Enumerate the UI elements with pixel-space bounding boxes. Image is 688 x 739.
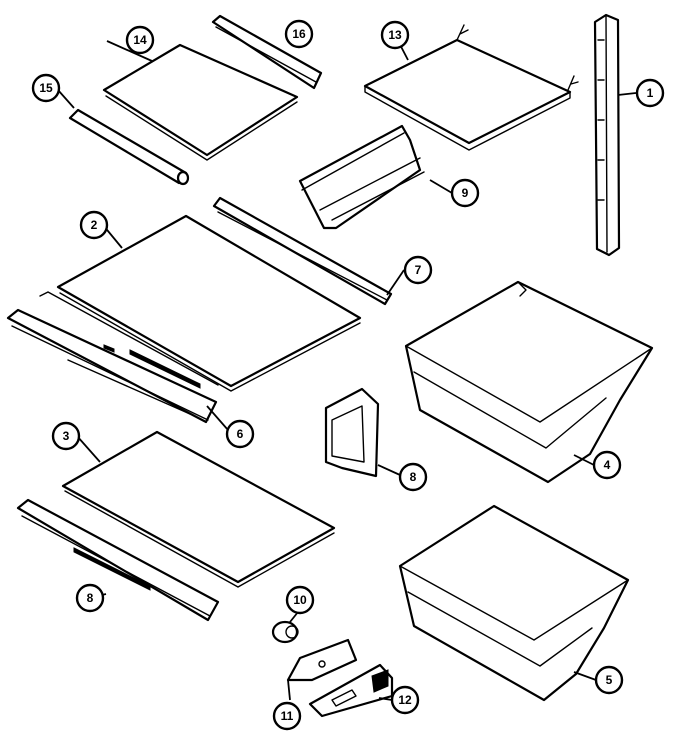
part-14-shelf-glass: [102, 43, 299, 161]
part-9-bracket: [298, 124, 425, 230]
callout-9-label: 9: [462, 186, 469, 200]
callout-15: 15: [31, 73, 61, 103]
part-5-crisper-drawer: [398, 504, 630, 702]
callout-1-label: 1: [647, 86, 654, 100]
part-8-front-trim: [16, 498, 220, 622]
callout-6-label: 6: [237, 427, 244, 441]
callout-7-label: 7: [415, 263, 422, 277]
callout-14: 14: [125, 25, 155, 55]
part-12-control-panel: [308, 663, 394, 718]
callout-5-label: 5: [606, 673, 613, 687]
callout-11: 11: [272, 701, 302, 731]
callout-14-label: 14: [133, 33, 147, 47]
callout-12-label: 12: [398, 693, 412, 707]
callout-2-label: 2: [91, 218, 98, 232]
part-4-crisper-drawer: [404, 280, 654, 484]
callout-11-label: 11: [281, 709, 294, 723]
callout-8-lower-label: 8: [87, 591, 94, 605]
callout-15-label: 15: [39, 81, 53, 95]
callout-2: 2: [79, 210, 109, 240]
callout-12: 12: [390, 685, 420, 715]
callout-8-upper: 8: [398, 462, 428, 492]
part-10-knob: [271, 620, 299, 644]
callout-4-label: 4: [604, 458, 611, 472]
part-7-trim: [212, 196, 393, 306]
callout-7: 7: [403, 255, 433, 285]
part-11-slide-plate: [286, 638, 358, 682]
part-3-shelf-glass: [61, 430, 336, 588]
callout-3: 3: [51, 421, 81, 451]
callout-3-label: 3: [63, 429, 70, 443]
callout-1: 1: [635, 78, 665, 108]
callout-8-lower: 8: [75, 583, 105, 613]
callout-13: 13: [380, 20, 410, 50]
part-13-shelf-frame: [363, 24, 579, 151]
callout-10-label: 10: [293, 593, 307, 607]
callout-5: 5: [594, 665, 624, 695]
part-15-roller: [68, 108, 190, 186]
callout-9: 9: [450, 178, 480, 208]
callout-8-upper-label: 8: [410, 470, 417, 484]
part-2-shelf-glass: [56, 214, 362, 392]
callout-10: 10: [285, 585, 315, 615]
callout-13-label: 13: [388, 28, 402, 42]
part-1-rail: [593, 13, 621, 257]
part-8-cover: [324, 387, 380, 478]
part-16-trim: [211, 14, 323, 90]
callout-16: 16: [284, 19, 314, 49]
callout-4: 4: [592, 450, 622, 480]
part-6-front-trim: [6, 291, 219, 424]
callout-16-label: 16: [292, 27, 306, 41]
callout-6: 6: [225, 419, 255, 449]
